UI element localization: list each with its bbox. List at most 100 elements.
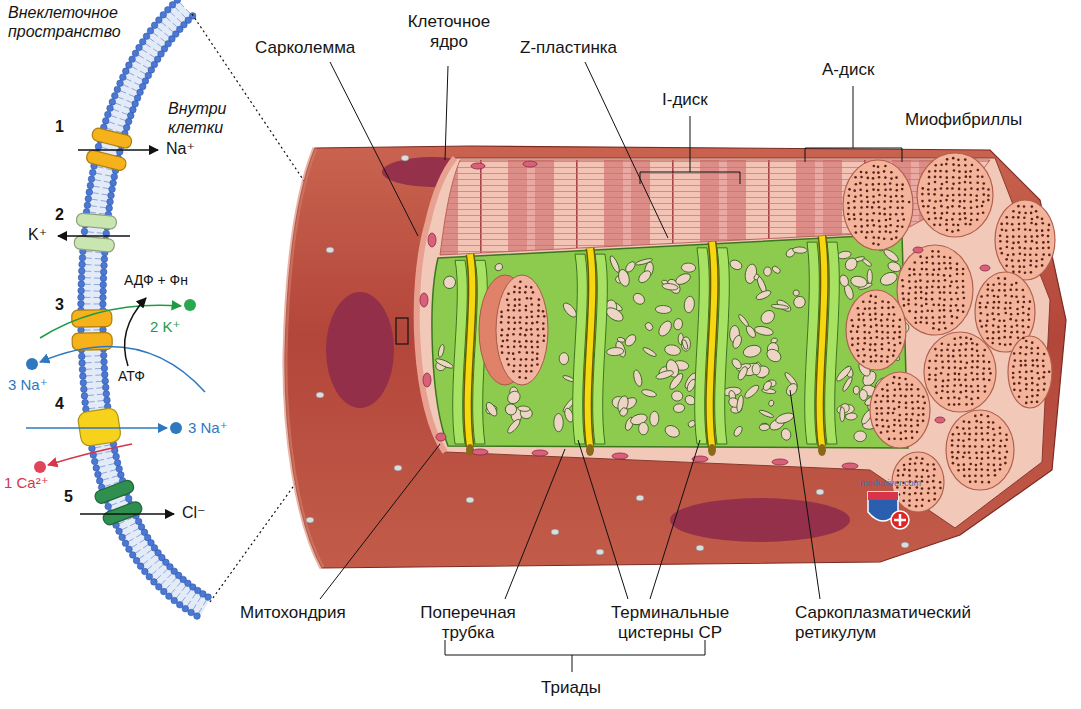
watermark-logo	[891, 511, 909, 529]
myofilament-dot	[1010, 331, 1013, 334]
myofilament-dot	[969, 176, 972, 179]
myofilament-dot	[1042, 253, 1045, 256]
myofilament-dot	[892, 319, 895, 322]
myofilament-dot	[858, 318, 861, 321]
myofilament-dot	[1029, 247, 1032, 250]
myofilament-dot	[987, 283, 990, 286]
myofilament-dot	[890, 177, 893, 180]
myofilament-dot	[1023, 265, 1026, 268]
myofilament-dot	[986, 314, 989, 317]
myofilament-dot	[980, 463, 983, 466]
myofilament-dot	[896, 225, 899, 228]
phospholipid-heads	[157, 43, 162, 47]
myofilament-dot	[934, 379, 937, 382]
myofilament-dot	[860, 218, 863, 221]
myofilament-dot	[859, 213, 862, 216]
myofilament-dot	[958, 403, 961, 406]
phospholipid-heads	[138, 55, 144, 58]
reticulum-hole	[664, 344, 682, 357]
myofilament-dot	[1003, 336, 1006, 339]
phospholipid-heads	[80, 379, 87, 386]
myofilament-dot	[911, 383, 914, 386]
reticulum-hole	[774, 411, 795, 425]
myofilament-dot	[886, 383, 889, 386]
myofilament-dot	[1004, 456, 1007, 459]
phospholipid-heads	[113, 109, 119, 111]
myofilament-dot	[902, 285, 905, 288]
myofilament-dot	[926, 280, 929, 283]
myofilament-dot	[938, 304, 941, 307]
myofilament-dot	[968, 451, 971, 454]
myofilament-dot	[981, 481, 984, 484]
myofilament-dot	[992, 306, 995, 309]
phospholipid-heads	[95, 143, 102, 150]
myofilament-dot	[977, 212, 980, 215]
myofilament-dot	[976, 181, 979, 184]
myofilament-dot	[513, 358, 516, 361]
myofilament-dot	[885, 230, 888, 233]
phospholipid-heads	[96, 173, 102, 174]
myofilament-dot	[855, 231, 858, 234]
myofilament-dot	[969, 481, 972, 484]
reticulum-hole	[506, 418, 522, 435]
myofilament-dot	[920, 291, 923, 294]
myofilament-dot	[933, 224, 936, 227]
phospholipid-heads	[86, 375, 92, 376]
phospholipid-heads	[128, 539, 134, 542]
myofilament-dot	[932, 327, 935, 330]
myofilament-dot	[1031, 240, 1034, 243]
phospholipid-heads	[91, 458, 98, 465]
reticulum-hole	[771, 265, 782, 275]
myofilament-dot	[939, 487, 942, 490]
reticulum-hole	[744, 263, 759, 284]
phospholipid-heads	[78, 327, 85, 334]
myofilament-dot	[871, 230, 874, 233]
myofilament-dot	[916, 431, 919, 434]
myofilament-dot	[881, 419, 884, 422]
myofilament-dot	[940, 349, 943, 352]
myofilament-dot	[932, 280, 935, 283]
myofilament-dot	[1019, 360, 1022, 363]
myofilament-dot	[970, 212, 973, 215]
ion-channel	[77, 407, 122, 447]
myofilament-dot	[958, 213, 961, 216]
phospholipid-heads	[136, 534, 142, 537]
myofilament-dot	[1031, 395, 1034, 398]
myofilament-dot	[921, 504, 924, 507]
phospholipid-heads	[175, 7, 180, 12]
myofilament-dot	[1018, 235, 1021, 238]
myofilament-dot	[1041, 264, 1044, 267]
myofilament-dot	[953, 337, 956, 340]
myofilament-dot	[1024, 235, 1027, 238]
callout-number: 1	[55, 118, 64, 137]
myofilament-dot	[905, 388, 908, 391]
myofilament-dot	[975, 426, 978, 429]
phospholipid-heads	[120, 119, 126, 121]
myofilament-dot	[531, 315, 534, 318]
myofilament-dot	[874, 307, 877, 310]
reticulum-hole	[442, 275, 457, 290]
phospholipid-heads	[205, 594, 212, 601]
phospholipid-heads	[94, 271, 100, 272]
surface-dot	[696, 545, 704, 551]
myofilament-dot	[915, 311, 918, 314]
myofilament-dot	[971, 342, 974, 345]
myofilament-dot	[1018, 395, 1021, 398]
myofilament-dot	[944, 267, 947, 270]
myofilament-dot	[526, 316, 529, 319]
myofilament-dot	[933, 474, 936, 477]
myofilament-dot	[884, 194, 887, 197]
phospholipid-heads	[101, 371, 108, 378]
reticulum-hole	[554, 414, 564, 432]
myofilament-dot	[1019, 352, 1022, 355]
myofilament-dot	[982, 187, 985, 190]
reticulum-hole	[780, 428, 792, 442]
phospholipid-heads	[86, 189, 93, 196]
myofilament-dot	[992, 439, 995, 442]
myofilament-dot	[952, 390, 955, 393]
phospholipid-heads	[188, 609, 195, 616]
phospholipid-heads	[79, 255, 86, 262]
myofilament-dot	[1004, 283, 1007, 286]
myofilament-dot	[993, 464, 996, 467]
myofilament-dot	[883, 237, 886, 240]
